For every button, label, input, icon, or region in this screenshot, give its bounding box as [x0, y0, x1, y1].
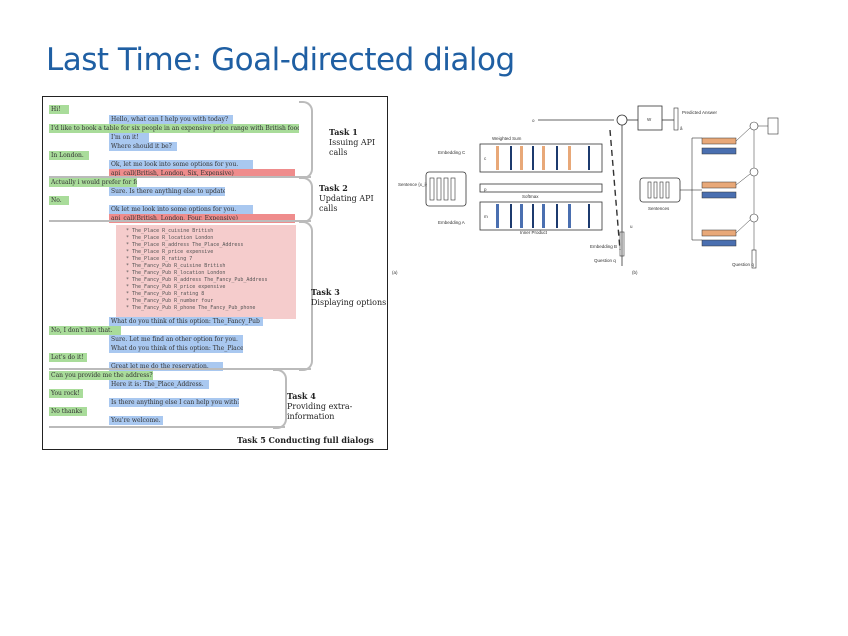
kb-line: * The_Place R_rating 7	[126, 256, 193, 262]
task3-bracket	[299, 221, 313, 371]
kb-line: * The_Place R_address The_Place_Address	[126, 242, 244, 248]
divider	[49, 426, 285, 428]
task1-bracket	[299, 101, 313, 179]
message-bot: I'm on it!	[109, 133, 149, 142]
sum-node	[616, 114, 628, 126]
u-label: u	[630, 224, 633, 229]
message-user: No.	[49, 196, 69, 205]
message-user: Let's do it!	[49, 353, 87, 362]
panel-a-label: (a)	[392, 270, 398, 275]
sentences-label: Sentences	[648, 206, 670, 211]
kb-line: * The_Place R_cuisine British	[126, 228, 214, 234]
kb-line: * The_Fancy_Pub R_cuisine British	[126, 263, 226, 269]
w-label: W	[647, 117, 652, 122]
kb-line: * The_Fancy_Pub R_address The_Fancy_Pub_…	[126, 277, 268, 283]
panel-b-label: (b)	[632, 270, 638, 275]
message-bot: Where should it be?	[109, 142, 177, 151]
message-user: Can you provide me the address?	[49, 371, 153, 380]
o-label: o	[532, 118, 535, 123]
p-label: p	[484, 187, 487, 192]
task4-bracket	[273, 369, 287, 429]
divider	[49, 220, 311, 222]
kb-line: * The_Fancy_Pub R_location London	[126, 270, 226, 276]
kb-line: * The_Fancy_Pub R_rating 8	[126, 291, 205, 297]
kb-line: * The_Fancy_Pub R_phone The_Fancy_Pub_ph…	[126, 305, 256, 311]
memory-m	[479, 201, 603, 231]
predicted-answer-label: Predicted Answer	[682, 110, 718, 115]
api-call: api_call(British, London, Four, Expensiv…	[109, 214, 295, 223]
weighted-sum-label: Weighted Sum	[492, 136, 522, 141]
memory-network-diagram: Sentence {x_i} Weighted Sum Embedding C …	[392, 105, 779, 275]
question-label: Question q	[594, 258, 616, 263]
embedding-c-label: Embedding C	[438, 150, 466, 155]
message-bot: Great let me do the reservation.	[109, 362, 223, 371]
inner-product-label: Inner Product	[520, 230, 548, 235]
message-bot: Ok, let me look into some options for yo…	[109, 160, 253, 169]
m-label: m	[484, 214, 488, 219]
message-bot: Hello, what can I help you with today?	[109, 115, 233, 124]
task2-bracket	[299, 177, 313, 223]
softmax-label: Softmax	[522, 194, 539, 199]
message-user: You rock!	[49, 389, 83, 398]
question-b-label: Question q	[732, 262, 754, 267]
message-user: I'd like to book a table for six people …	[49, 124, 299, 133]
memory-p	[479, 183, 603, 193]
message-user: In London.	[49, 151, 89, 160]
api-call: api_call(British, London, Six, Expensive…	[109, 169, 295, 178]
dialog-tasks-figure: Hi! Hello, what can I help you with toda…	[42, 96, 388, 450]
slide-title: Last Time: Goal-directed dialog	[46, 42, 515, 78]
message-user: No thanks	[49, 407, 87, 416]
message-bot: Here it is: The_Place_Address.	[109, 380, 209, 389]
message-user: Hi!	[49, 105, 69, 114]
kb-line: * The_Place R_location London	[126, 235, 214, 241]
embedding-b-label: Embedding B	[590, 244, 617, 249]
message-user: Actually i would prefer for four.	[49, 178, 137, 187]
panel-a: Sentence {x_i} Weighted Sum Embedding C …	[392, 105, 718, 275]
panel-b: Sentences Question q	[639, 117, 779, 269]
divider	[49, 176, 311, 178]
sentence-label: Sentence {x_i}	[398, 182, 428, 187]
message-bot: You're welcome.	[109, 416, 163, 425]
divider	[49, 368, 311, 370]
message-user: No, I don't like that.	[49, 326, 121, 335]
message-bot: What do you think of this option: The_Pl…	[109, 344, 243, 353]
message-bot: What do you think of this option: The_Fa…	[109, 317, 263, 326]
embedding-a-label: Embedding A	[438, 220, 465, 225]
kb-line: * The_Place R_price expensive	[126, 249, 214, 255]
c-label: c	[484, 156, 487, 161]
kb-line: * The_Fancy_Pub R_number four	[126, 298, 214, 304]
task5-label: Task 5 Conducting full dialogs	[237, 435, 374, 445]
kb-line: * The_Fancy_Pub R_price expensive	[126, 284, 226, 290]
memory-c	[479, 143, 603, 173]
message-bot: Is there anything else I can help you wi…	[109, 398, 239, 407]
message-bot: Ok let me look into some options for you…	[109, 205, 253, 214]
weights-w-box	[637, 105, 663, 131]
message-bot: Sure. Is there anything else to update?	[109, 187, 225, 196]
knowledge-base-results: * The_Place R_cuisine British * The_Plac…	[116, 225, 296, 319]
message-bot: Sure. Let me find an other option for yo…	[109, 335, 243, 344]
a-hat-label: â	[680, 126, 683, 131]
